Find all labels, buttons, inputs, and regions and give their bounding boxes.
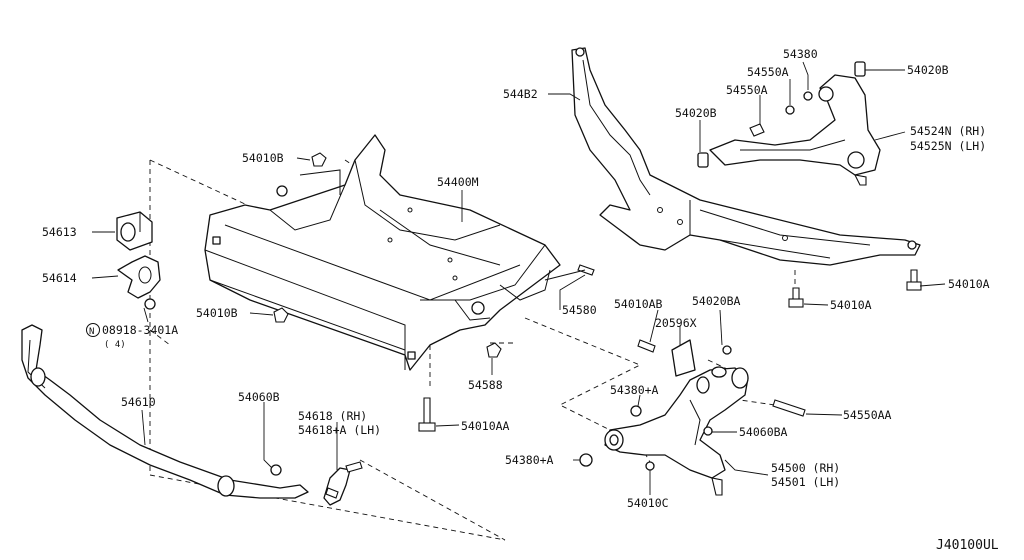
label-54550aa: 54550AA: [843, 408, 892, 422]
label-54550a-2: 54550A: [726, 83, 768, 97]
lower-link-54500: [579, 339, 749, 496]
bushing-54613: [116, 211, 153, 251]
label-54010aa: 54010AA: [461, 419, 510, 433]
label-54010b-mid: 54010B: [196, 306, 238, 320]
label-08918-3401a: 08918-3401A: [102, 323, 178, 337]
label-54020b-top: 54020B: [907, 63, 949, 77]
label-54610: 54610: [121, 395, 156, 409]
label-54010c: 54010C: [627, 496, 669, 510]
label-54618: 54618 (RH): [298, 409, 367, 423]
hardware: [273, 152, 922, 499]
label-20596x: 20596X: [655, 316, 697, 330]
label-08918-qty: ( 4): [104, 340, 126, 350]
member-544b2: [571, 47, 921, 266]
label-54010b-top: 54010B: [242, 151, 284, 165]
label-54550a-1: 54550A: [747, 65, 789, 79]
label-54380a-upper: 54380+A: [610, 383, 659, 397]
label-54580: 54580: [562, 303, 597, 317]
leader-lines: [91, 61, 946, 495]
diagram-id: J40100UL: [936, 538, 999, 553]
label-54010a-mid: 54010A: [830, 298, 872, 312]
label-54613: 54613: [42, 225, 77, 239]
label-54060ba: 54060BA: [739, 425, 788, 439]
upper-arm-54524n: [697, 61, 881, 186]
label-54060b: 54060B: [238, 390, 280, 404]
crossmember-54400m: [204, 134, 561, 371]
label-54010ab: 54010AB: [614, 297, 663, 311]
label-54380: 54380: [783, 47, 818, 61]
label-54525n: 54525N (LH): [910, 139, 986, 153]
clamp-54614: [117, 255, 161, 310]
label-54501: 54501 (LH): [771, 475, 840, 489]
n-symbol: N: [89, 327, 94, 337]
label-54618a: 54618+A (LH): [298, 423, 381, 437]
stabilizer-bar-54610: [21, 324, 363, 506]
label-54614: 54614: [42, 271, 77, 285]
label-54400m: 54400M: [437, 175, 479, 189]
label-54588: 54588: [468, 378, 503, 392]
label-54020b-mid: 54020B: [675, 106, 717, 120]
label-54380a-lower: 54380+A: [505, 453, 554, 467]
label-54010a-right: 54010A: [948, 277, 990, 291]
label-544b2: 544B2: [503, 87, 538, 101]
n-symbol-circle: [86, 323, 100, 337]
label-54500: 54500 (RH): [771, 461, 840, 475]
part-labels: 544B2 54380 54020B 54550A 54550A 54020B …: [42, 47, 990, 510]
label-54020ba: 54020BA: [692, 294, 741, 308]
label-54524n: 54524N (RH): [910, 124, 986, 138]
